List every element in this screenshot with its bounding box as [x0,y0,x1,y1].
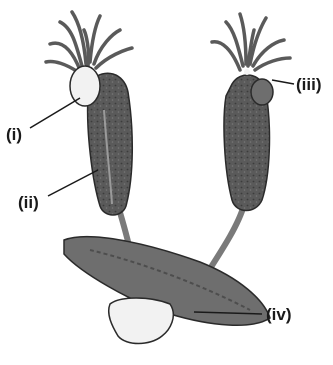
left-polyp-tentacles [46,12,132,72]
label-ii: (ii) [18,193,39,212]
callout-line-iii [272,80,294,84]
callout-line-ii [48,170,98,196]
label-i: (i) [6,125,22,144]
label-iii: (iii) [296,75,322,94]
right-polyp-tentacles [212,14,290,70]
pale-bud [70,66,100,106]
label-iv: (iv) [266,305,292,324]
callout-line-i [30,98,80,128]
right-polyp-bud [251,79,273,105]
basal-pale-lobe [109,298,174,344]
right-polyp-mouth-spot [244,69,250,75]
